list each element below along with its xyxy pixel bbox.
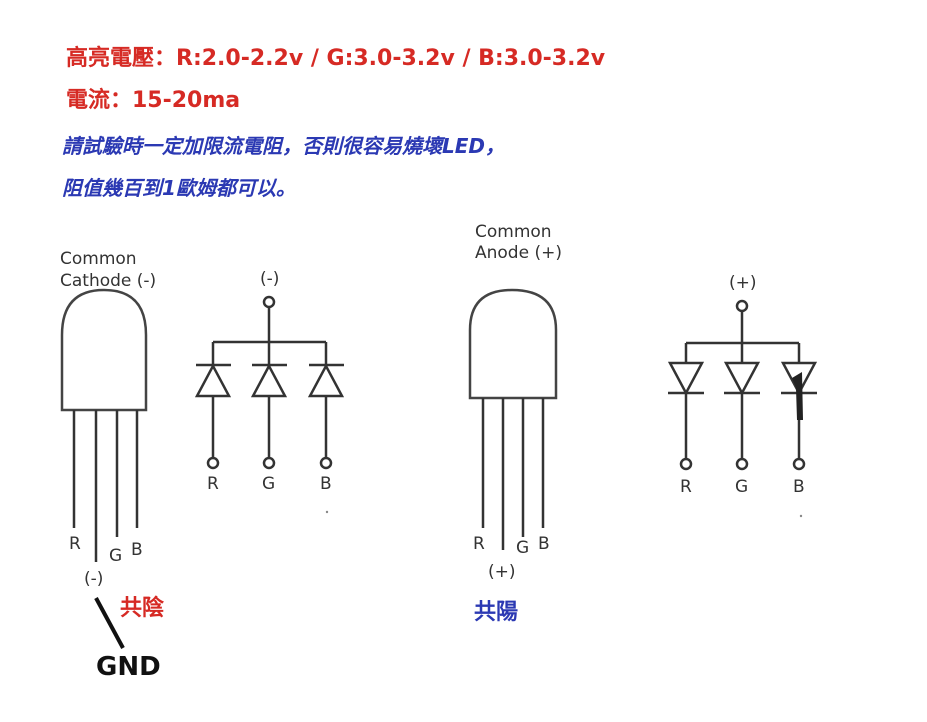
anode-pin-r: R [473, 534, 485, 554]
cathode-schematic-r: R [207, 474, 219, 494]
resistor-note-line-2: 阻值幾百到1歐姆都可以。 [62, 176, 296, 200]
cathode-schematic-g: G [262, 474, 275, 494]
anode-pin-b: B [538, 534, 550, 554]
cathode-led-body [60, 288, 148, 562]
anode-schematic-b: B [793, 477, 805, 497]
anode-common-pin: (+) [488, 562, 516, 582]
cathode-title-line-1: Common [60, 249, 137, 269]
resistor-note-line-1: 請試驗時一定加限流電阻，否則很容易燒壞LED， [62, 134, 506, 158]
common-anode-label: 共陽 [474, 600, 519, 625]
common-cathode-label: 共陰 [120, 596, 165, 621]
current-spec: 電流：15-20ma [66, 88, 241, 113]
gnd-label: GND [96, 652, 161, 682]
cathode-schematic-b: B [320, 474, 332, 494]
anode-title-line-2: Anode (+) [475, 243, 562, 263]
cathode-pin-r: R [69, 534, 81, 554]
anode-title-line-1: Common [475, 222, 552, 242]
anode-schematic-r: R [680, 477, 692, 497]
ink-smudge [792, 372, 803, 420]
anode-schematic-g: G [735, 477, 748, 497]
cathode-schematic [194, 295, 345, 470]
voltage-spec: 高亮電壓：R:2.0-2.2v / G:3.0-3.2v / B:3.0-3.2… [66, 46, 606, 71]
cathode-common-pin: (-) [84, 569, 103, 589]
cathode-schematic-common: (-) [260, 269, 279, 289]
cathode-pin-b: B [131, 540, 143, 560]
gnd-wire [94, 597, 125, 649]
anode-led-body [468, 288, 558, 550]
stray-dot [799, 514, 803, 518]
anode-pin-g: G [516, 538, 529, 558]
cathode-title-line-2: Cathode (-) [60, 271, 156, 291]
anode-schematic [667, 299, 818, 471]
stray-dot [325, 510, 329, 514]
cathode-pin-g: G [109, 546, 122, 566]
anode-schematic-common: (+) [729, 273, 757, 293]
